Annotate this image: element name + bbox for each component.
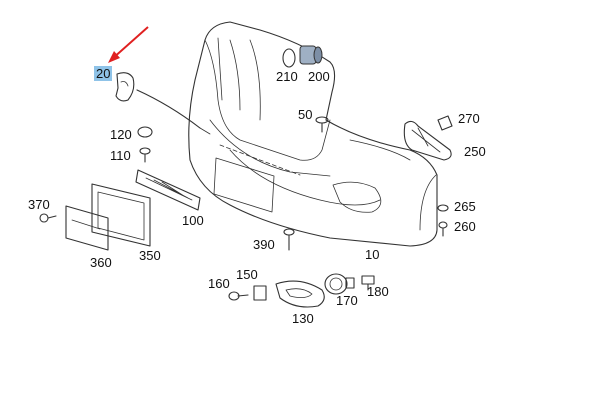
part-label-270[interactable]: 270	[458, 111, 480, 126]
fog-lamp-drawing	[324, 273, 355, 295]
part-label-100[interactable]: 100	[182, 213, 204, 228]
tow-hook-cover-drawing	[115, 72, 135, 102]
part-label-350[interactable]: 350	[139, 248, 161, 263]
part-label-210[interactable]: 210	[276, 69, 298, 84]
screw-160-drawing	[228, 291, 249, 301]
license-plate-drawing	[65, 205, 109, 251]
clip-390-drawing	[283, 228, 295, 251]
lower-grille-drawing	[135, 169, 201, 211]
screw-50-drawing	[315, 116, 329, 133]
part-label-260[interactable]: 260	[454, 219, 476, 234]
part-label-130[interactable]: 130	[292, 311, 314, 326]
side-bracket-drawing	[403, 120, 452, 161]
part-label-160[interactable]: 160	[208, 276, 230, 291]
part-label-180[interactable]: 180	[367, 284, 389, 299]
part-label-50[interactable]: 50	[298, 107, 313, 122]
screw-180-drawing	[361, 275, 375, 291]
plate-holder-drawing	[91, 183, 151, 247]
fog-lamp-frame-drawing	[275, 280, 325, 308]
screw-110-drawing	[139, 147, 151, 163]
part-label-265[interactable]: 265	[454, 199, 476, 214]
part-label-390[interactable]: 390	[253, 237, 275, 252]
part-label-250[interactable]: 250	[464, 144, 486, 159]
parts-265-260-drawing	[437, 204, 449, 237]
part-label-200[interactable]: 200	[308, 69, 330, 84]
nut-150-drawing	[253, 285, 267, 301]
clip-drawing	[437, 115, 453, 131]
part-label-370[interactable]: 370	[28, 197, 50, 212]
part-label-20[interactable]: 20	[94, 66, 113, 81]
plug-120-drawing	[137, 126, 153, 138]
screw-370-drawing	[39, 213, 57, 223]
part-label-360[interactable]: 360	[90, 255, 112, 270]
part-label-10[interactable]: 10	[365, 247, 380, 262]
red-arrow-icon	[108, 26, 149, 63]
part-label-110[interactable]: 110	[110, 148, 131, 163]
part-label-150[interactable]: 150	[236, 267, 258, 282]
part-label-120[interactable]: 120	[110, 127, 132, 142]
sensor-holder-drawing	[282, 45, 323, 68]
part-label-170[interactable]: 170	[336, 293, 358, 308]
